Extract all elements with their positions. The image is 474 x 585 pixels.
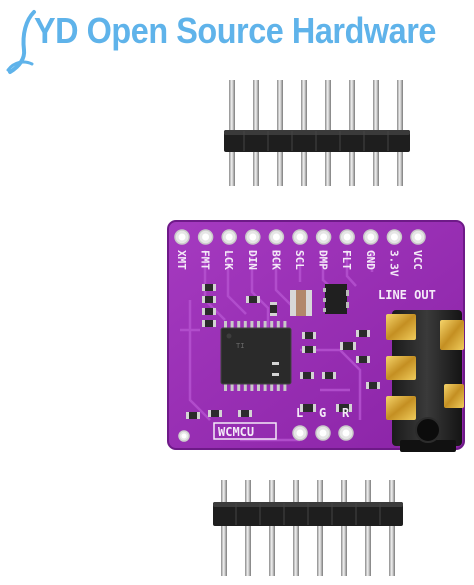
smd-component [246, 296, 260, 303]
smd-component [202, 308, 216, 315]
bottom-pin-label: R [342, 406, 350, 420]
header-pin-lower [221, 524, 227, 576]
header-pin-lower [341, 524, 347, 576]
header-pin-lower [349, 150, 355, 186]
top-pin-header [224, 80, 410, 186]
smd-component [340, 342, 356, 350]
smd-component [238, 410, 252, 417]
bottom-pin-header [213, 480, 403, 576]
header-pin [277, 80, 283, 132]
smd-component [202, 296, 216, 303]
audio-jack [386, 310, 464, 452]
header-pin [373, 80, 379, 132]
pin-label: SCL [293, 250, 306, 270]
header-pin-lower [317, 524, 323, 576]
header-pin [253, 80, 259, 132]
smd-component [356, 356, 370, 363]
header-pin [245, 480, 251, 504]
header-pin-lower [325, 150, 331, 186]
watermark-text: YD Open Source Hardware [34, 10, 436, 51]
header-pin-lower [293, 524, 299, 576]
smd-component [270, 302, 277, 316]
svg-text:TI: TI [236, 342, 244, 350]
smd-component [208, 410, 222, 417]
smd-component [202, 320, 216, 327]
brand-label: WCMCU [218, 425, 254, 439]
smd-component [302, 332, 316, 339]
smd-component [186, 412, 200, 419]
pin-label: 3.3V [387, 250, 400, 277]
pcb-board: XMT FMT LCK DIN BCK SCL DMP FLT GND 3.3V VCC TI LI… [167, 220, 465, 452]
header-pin-lower [229, 150, 235, 186]
smd-component [202, 284, 216, 291]
header-pin [301, 80, 307, 132]
pin-label: BCK [269, 250, 282, 270]
header-pin-lower [389, 524, 395, 576]
smd-component [272, 362, 279, 376]
header-pin [365, 480, 371, 504]
swoosh-icon [6, 10, 36, 74]
header-pin-lower [373, 150, 379, 186]
smd-component [366, 382, 380, 389]
smd-component [336, 404, 352, 412]
header-pin [341, 480, 347, 504]
pin-label: FMT [199, 250, 212, 270]
header-pin-lower [397, 150, 403, 186]
header-pin [317, 480, 323, 504]
header-pin [293, 480, 299, 504]
bottom-pin-label: G [319, 406, 326, 420]
header-pin [269, 480, 275, 504]
pin-label: DIN [246, 250, 259, 270]
pin-label: LCK [222, 250, 235, 270]
header-pin [325, 80, 331, 132]
bottom-pin-label: L [296, 406, 303, 420]
pin-label: FLT [340, 250, 353, 270]
smd-component [300, 404, 316, 412]
header-pin-lower [269, 524, 275, 576]
pcm5102-chip: TI [220, 321, 292, 391]
smd-component [356, 330, 370, 337]
header-pin [221, 480, 227, 504]
header-pin [389, 480, 395, 504]
pin-label: XMT [175, 250, 188, 270]
line-out-label: LINE OUT [378, 288, 436, 302]
smd-component [302, 346, 316, 353]
header-pin-lower [245, 524, 251, 576]
pin-label: GND [364, 250, 377, 270]
smd-component [322, 372, 336, 379]
pin-label: DMP [317, 250, 330, 270]
header-pin [397, 80, 403, 132]
header-pin-lower [253, 150, 259, 186]
header-pin-lower [277, 150, 283, 186]
watermark-logo: YD Open Source Hardware [4, 4, 436, 78]
header-pin-lower [301, 150, 307, 186]
smd-component [300, 372, 314, 379]
header-pin-lower [365, 524, 371, 576]
header-pin [349, 80, 355, 132]
pin-label: VCC [411, 250, 424, 270]
header-pin [229, 80, 235, 132]
